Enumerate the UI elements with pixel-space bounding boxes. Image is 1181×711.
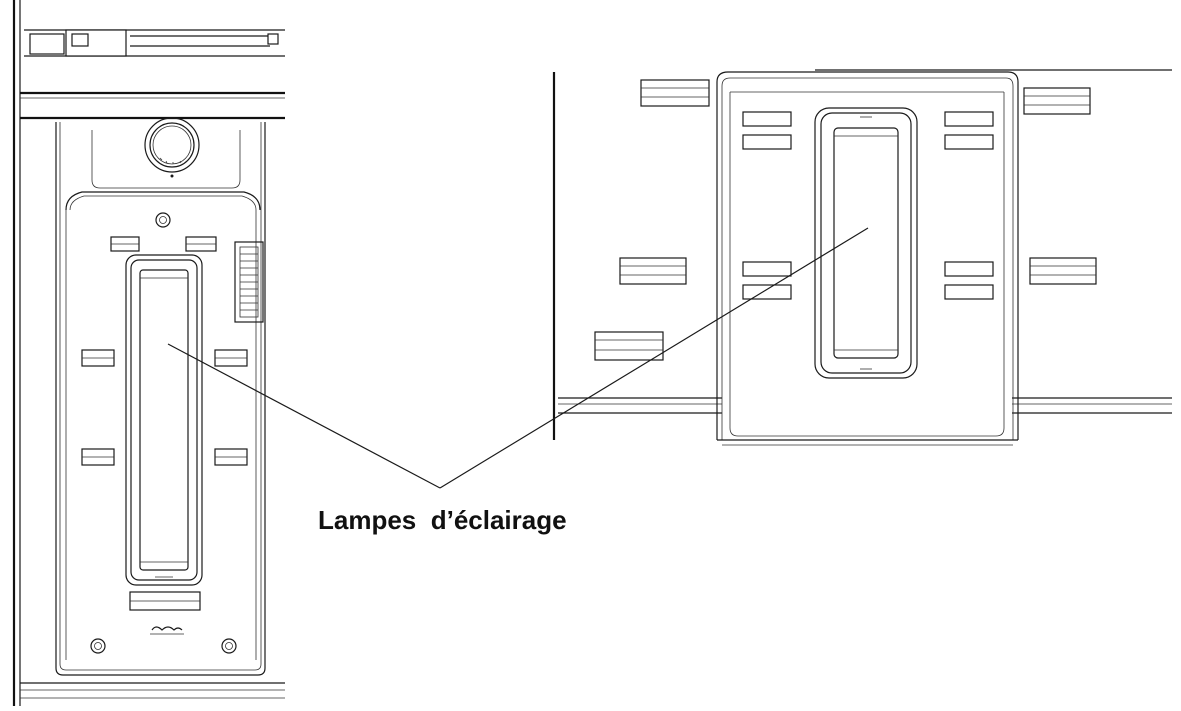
screw-icon bbox=[155, 212, 171, 228]
screw-icon bbox=[90, 638, 106, 654]
mounting-clips-bottom bbox=[742, 111, 994, 300]
lamp-window-front bbox=[125, 254, 203, 586]
thermostat-knob-icon bbox=[144, 117, 200, 178]
mounting-clips bbox=[81, 236, 248, 611]
screw-icon bbox=[221, 638, 237, 654]
light-panel-housing-bottom bbox=[716, 71, 1019, 446]
shelf-band bbox=[20, 91, 285, 120]
front-view bbox=[12, 0, 285, 706]
brand-logo-icon bbox=[151, 626, 183, 631]
callout-label: Lampes d’éclairage bbox=[318, 505, 567, 535]
outer-clips bbox=[594, 79, 1097, 361]
light-panel-housing bbox=[55, 122, 266, 676]
top-bracket bbox=[24, 29, 285, 57]
vent-grille bbox=[234, 241, 264, 323]
lamp-window-bottom bbox=[814, 107, 918, 379]
callout-leader-lines bbox=[167, 227, 869, 489]
bottom-view bbox=[552, 69, 1172, 446]
